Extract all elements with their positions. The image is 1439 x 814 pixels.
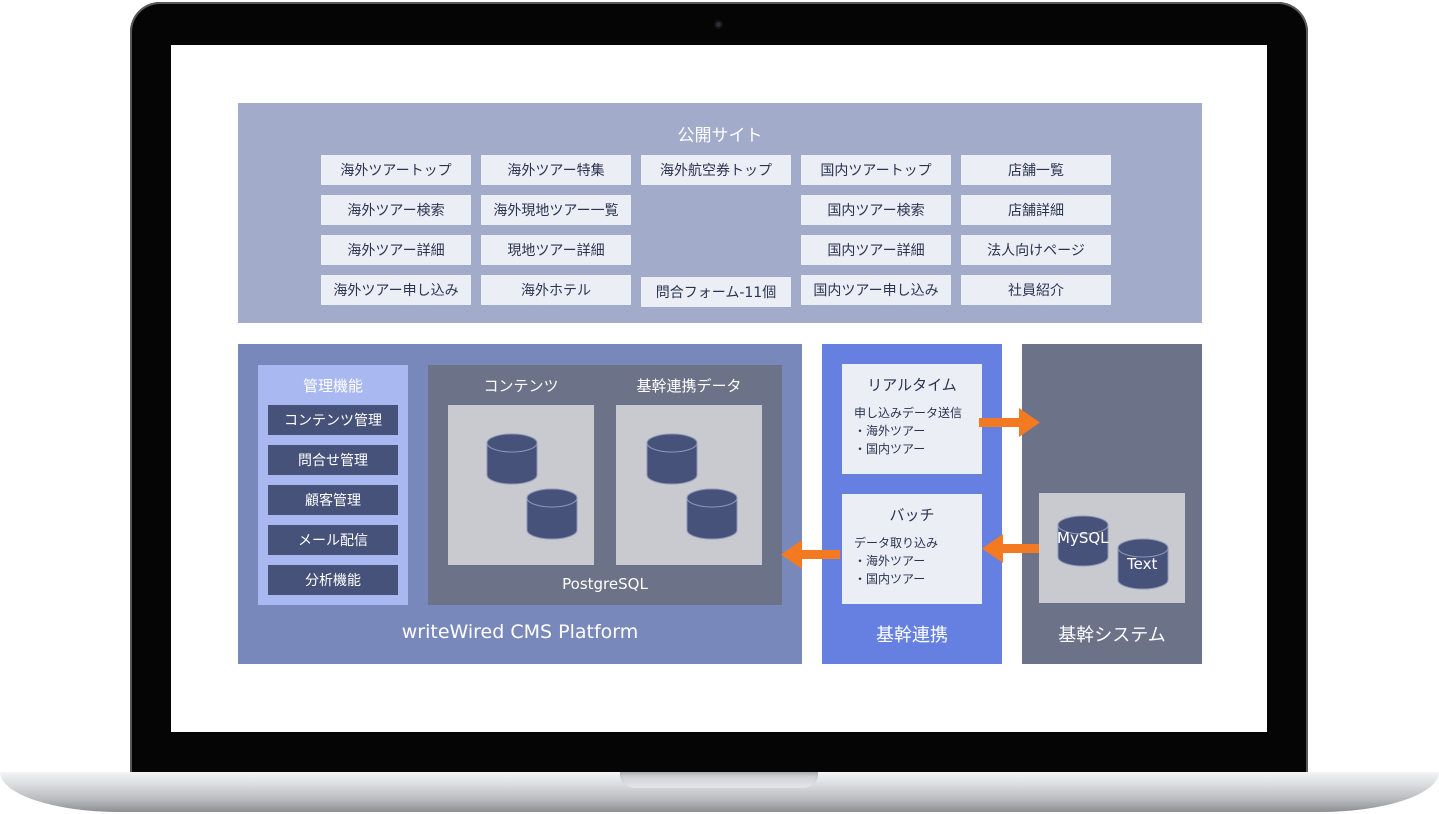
content-db-box [448, 405, 594, 565]
database-icon [1117, 538, 1169, 590]
text-store-label: Text [1127, 555, 1158, 573]
mysql-label: MySQL [1057, 529, 1109, 547]
public-page-box: 問合フォーム-11個 [641, 277, 791, 307]
public-page-box: 海外航空券トップ [641, 155, 791, 185]
database-panel: コンテンツ 基幹連携データ PostgreSQL [428, 365, 782, 605]
public-page-box: 海外ホテル [481, 275, 631, 305]
batch-line: データ取り込み [854, 536, 939, 550]
integration-label: 基幹連携 [876, 625, 948, 646]
realtime-line: 申し込みデータ送信 [854, 406, 963, 420]
camera-icon [714, 20, 723, 29]
public-page-box: 国内ツアー検索 [801, 195, 951, 225]
realtime-box: リアルタイム 申し込みデータ送信 ・海外ツアー ・国内ツアー [842, 364, 982, 474]
public-page-box: 法人向けページ [961, 235, 1111, 265]
public-page-box: 店舗詳細 [961, 195, 1111, 225]
arrow-left-icon [781, 540, 840, 569]
postgresql-label: PostgreSQL [562, 575, 648, 593]
public-page-box: 社員紹介 [961, 275, 1111, 305]
core-system-label: 基幹システム [1058, 625, 1166, 646]
public-page-box: 国内ツアー申し込み [801, 275, 951, 305]
public-page-box: 海外ツアー特集 [481, 155, 631, 185]
public-page-box: 店舗一覧 [961, 155, 1111, 185]
arrow-right-icon [979, 408, 1040, 437]
cms-platform-label: writeWired CMS Platform [401, 621, 639, 643]
public-site-title: 公開サイト [677, 126, 763, 146]
admin-functions-panel: 管理機能 コンテンツ管理 問合せ管理 顧客管理 メール配信 分析機能 [258, 365, 408, 605]
integration-panel: リアルタイム 申し込みデータ送信 ・海外ツアー ・国内ツアー バッチ データ取り… [822, 344, 1002, 664]
database-icon [526, 488, 578, 540]
core-db-box: MySQL Text [1039, 493, 1185, 603]
public-page-box: 現地ツアー詳細 [481, 235, 631, 265]
admin-item-inquiry: 問合せ管理 [268, 445, 398, 475]
database-icon [486, 433, 538, 485]
admin-item-customer: 顧客管理 [268, 485, 398, 515]
public-page-box: 海外現地ツアー一覧 [481, 195, 631, 225]
core-data-db-title: 基幹連携データ [636, 377, 742, 395]
core-data-db-box [616, 405, 762, 565]
content-db-title: コンテンツ [483, 377, 559, 395]
public-page-box: 国内ツアー詳細 [801, 235, 951, 265]
realtime-title: リアルタイム [867, 376, 957, 394]
public-page-box: 海外ツアー申し込み [321, 275, 471, 305]
realtime-line: ・国内ツアー [854, 442, 926, 456]
public-page-box: 海外ツアートップ [321, 155, 471, 185]
public-page-box: 海外ツアー詳細 [321, 235, 471, 265]
admin-item-mail: メール配信 [268, 525, 398, 555]
admin-item-analytics: 分析機能 [268, 565, 398, 595]
public-page-box: 海外ツアー検索 [321, 195, 471, 225]
batch-box: バッチ データ取り込み ・海外ツアー ・国内ツアー [842, 494, 982, 604]
batch-line: ・海外ツアー [854, 554, 926, 568]
public-site-panel: 公開サイト 海外ツアートップ海外ツアー特集海外航空券トップ国内ツアートップ店舗一… [238, 103, 1202, 323]
laptop-screen: 公開サイト 海外ツアートップ海外ツアー特集海外航空券トップ国内ツアートップ店舗一… [171, 45, 1267, 732]
flow-arrows [781, 408, 1040, 569]
core-system-panel: MySQL Text [1022, 344, 1202, 664]
database-icon [646, 433, 698, 485]
batch-title: バッチ [889, 506, 935, 524]
admin-item-content: コンテンツ管理 [268, 405, 398, 435]
admin-functions-title: 管理機能 [302, 377, 363, 395]
realtime-line: ・海外ツアー [854, 424, 926, 438]
public-page-box: 国内ツアートップ [801, 155, 951, 185]
database-icon [1057, 515, 1109, 567]
database-icon [686, 488, 738, 540]
laptop-notch [620, 772, 818, 788]
arrow-left-icon [982, 534, 1039, 563]
batch-line: ・国内ツアー [854, 572, 926, 586]
